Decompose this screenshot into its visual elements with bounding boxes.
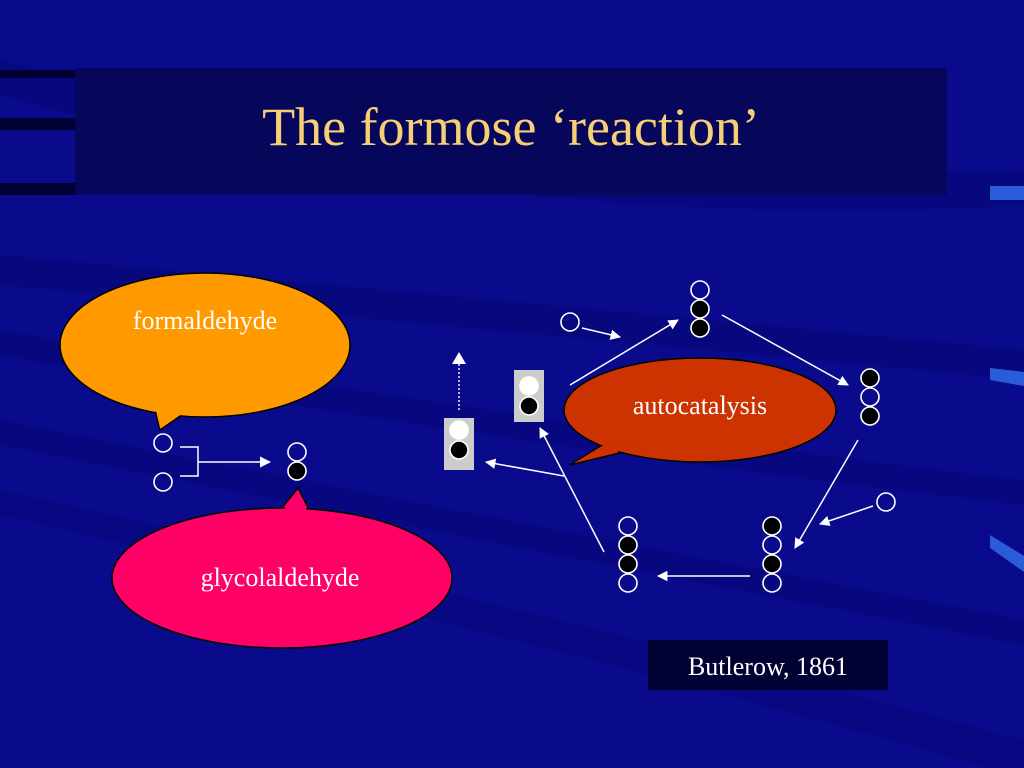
open-atom xyxy=(449,420,469,440)
formaldehyde-label: formaldehyde xyxy=(132,306,278,335)
reaction-arrow xyxy=(794,439,859,549)
edge-bar xyxy=(0,118,75,130)
filled-atom xyxy=(762,554,782,574)
filled-atom xyxy=(287,461,307,481)
open-atom xyxy=(153,472,173,492)
background-stripe xyxy=(0,420,1024,645)
open-atom xyxy=(153,433,173,453)
accent-bar xyxy=(990,535,1024,572)
page-title: The formose ‘reaction’ xyxy=(262,97,760,157)
arrow-head xyxy=(452,352,466,364)
filled-atom xyxy=(618,554,638,574)
reaction-arrow xyxy=(569,319,679,386)
open-atom xyxy=(876,492,896,512)
open-atom xyxy=(690,280,710,300)
open-atom xyxy=(519,376,539,396)
open-atom xyxy=(762,573,782,593)
reaction-arrow xyxy=(721,314,849,386)
filled-atom xyxy=(762,516,782,536)
reaction-arrow xyxy=(581,327,622,340)
reaction-arrow xyxy=(819,505,874,526)
open-atom xyxy=(762,535,782,555)
filled-atom xyxy=(519,396,539,416)
credit-box xyxy=(648,640,888,690)
reaction-arrow xyxy=(539,427,605,553)
edge-bar xyxy=(0,183,75,195)
autocatalytic-cycle xyxy=(444,280,896,593)
accent-bar xyxy=(990,368,1024,386)
filled-atom xyxy=(690,299,710,319)
open-atom xyxy=(860,387,880,407)
formaldehyde-to-glycolaldehyde-reaction xyxy=(153,433,307,492)
open-atom xyxy=(618,516,638,536)
title-banner xyxy=(75,68,947,195)
open-atom xyxy=(287,442,307,462)
reaction-arrow xyxy=(484,458,565,477)
credit-label: Butlerow, 1861 xyxy=(687,652,849,681)
filled-atom xyxy=(860,368,880,388)
filled-atom xyxy=(860,406,880,426)
filled-atom xyxy=(449,440,469,460)
edge-bar xyxy=(0,70,75,78)
left-edge-bars xyxy=(0,70,75,195)
background-stripe xyxy=(0,330,1024,505)
formaldehyde-bubble xyxy=(59,272,351,432)
filled-atom xyxy=(690,318,710,338)
open-atom xyxy=(618,573,638,593)
filled-atom xyxy=(618,535,638,555)
right-edge-accents xyxy=(990,186,1024,572)
glycolaldehyde-bubble xyxy=(111,486,453,649)
open-atom xyxy=(560,312,580,332)
autocatalysis-bubble xyxy=(563,357,837,466)
glycolaldehyde-label: glycolaldehyde xyxy=(200,563,360,592)
accent-bar xyxy=(990,186,1024,200)
autocatalysis-label: autocatalysis xyxy=(632,391,768,420)
